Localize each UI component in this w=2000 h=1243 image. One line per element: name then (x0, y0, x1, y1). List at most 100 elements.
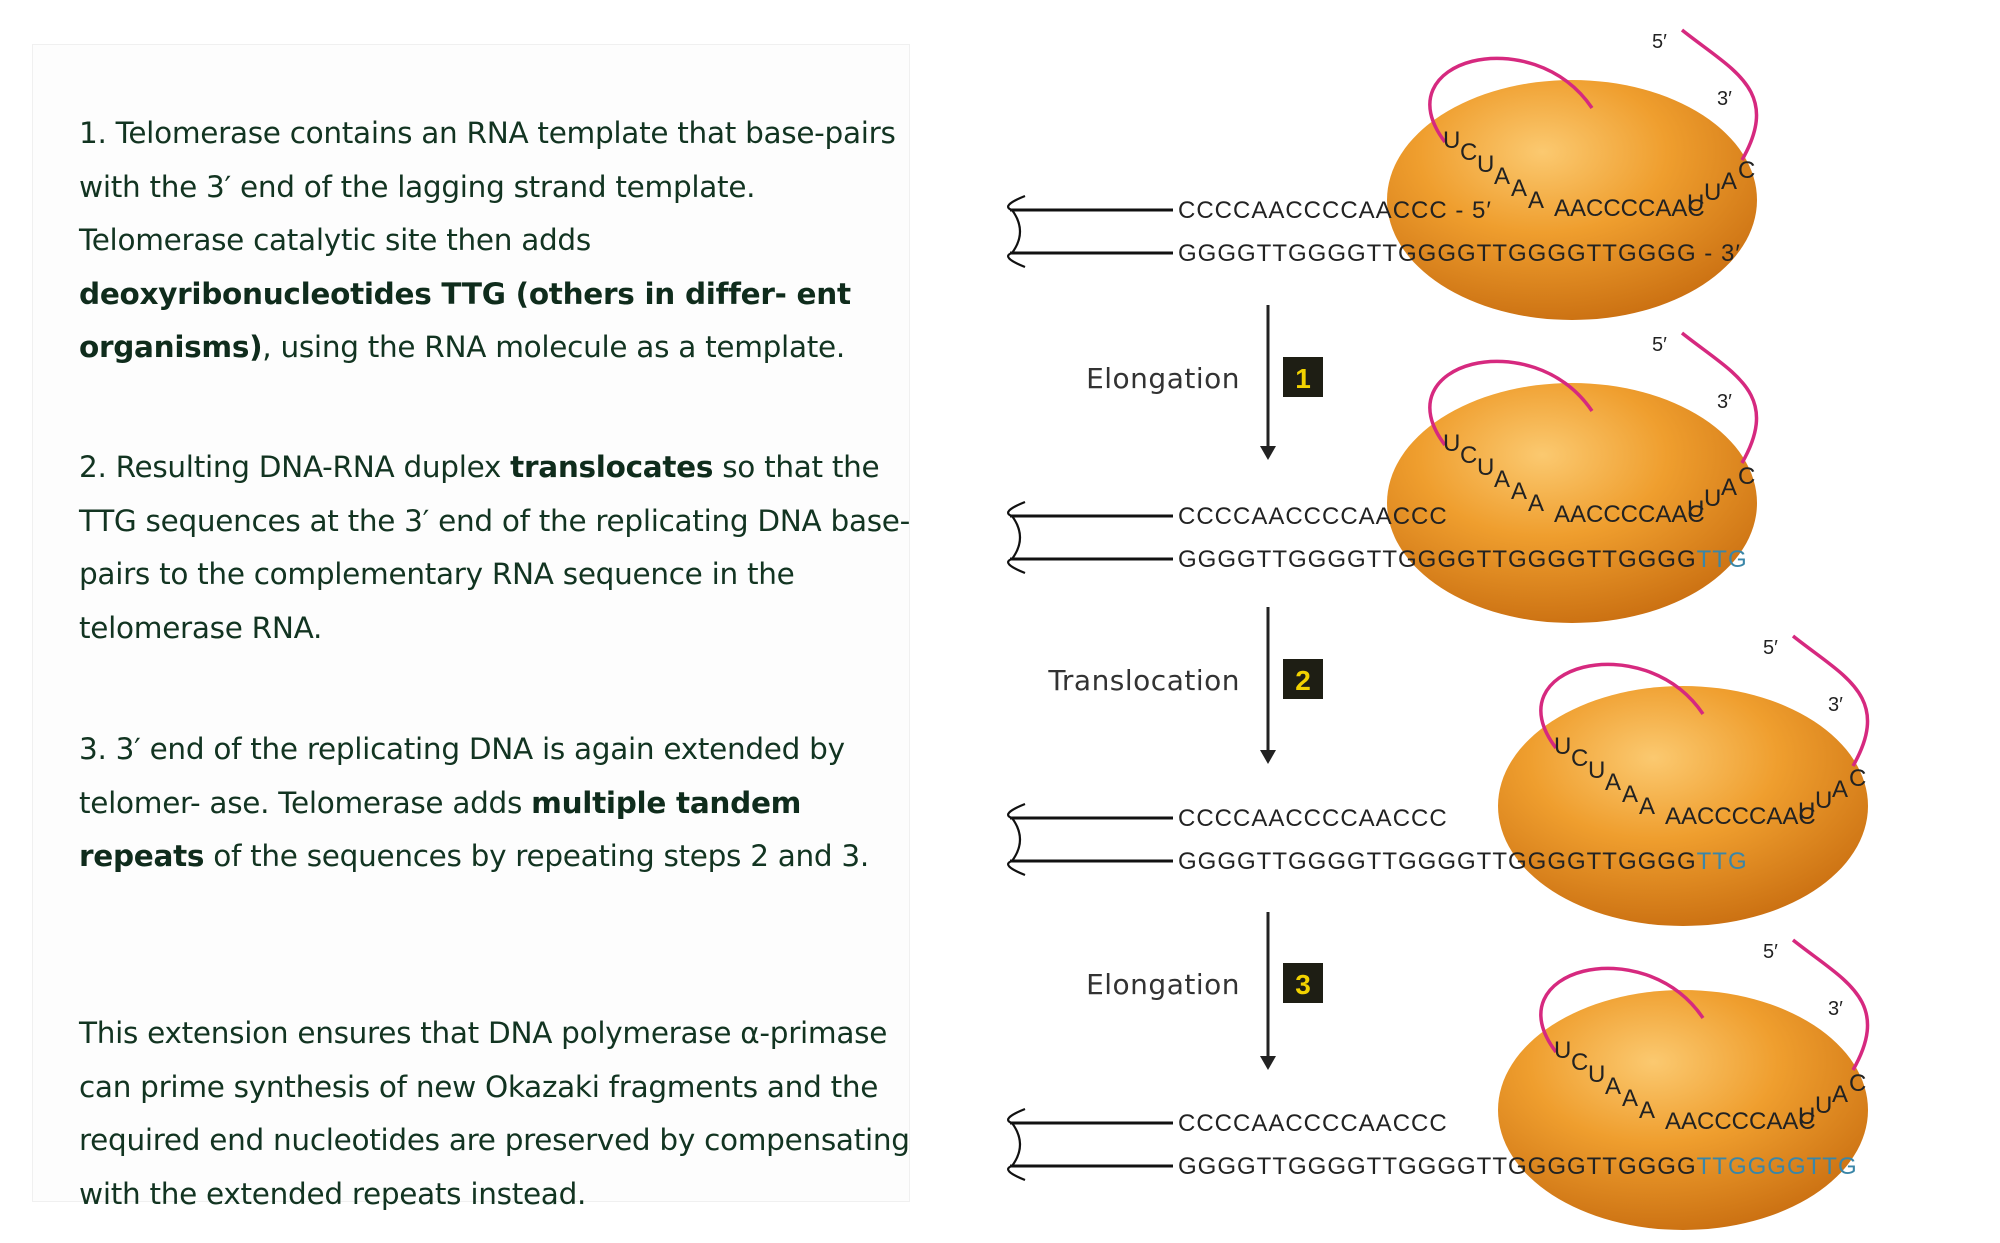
added-bases: TTG (1697, 848, 1748, 875)
dna-bottom-seq: GGGGTTGGGGTTGGGGTTGGGGTTGGGGTTGGGGTTG (1178, 1153, 1858, 1180)
rna-3prime-loop (1539, 662, 1705, 750)
arrow-head-icon (1260, 446, 1276, 460)
rna-5prime-label: 5′ (1652, 31, 1667, 53)
rna-base: C (1571, 745, 1588, 772)
rna-template-seq: AACCCCAAC (1665, 1108, 1816, 1135)
rna-base: U (1588, 757, 1605, 784)
rna-base: C (1738, 157, 1755, 184)
rna-5prime-label: 5′ (1763, 637, 1778, 659)
rna-base: U (1704, 485, 1721, 512)
dna-top-seq: CCCCAACCCCAACCC (1178, 503, 1448, 530)
rna-5prime-loop (1680, 331, 1759, 464)
rna-base: U (1554, 1037, 1571, 1064)
rna-base: U (1704, 179, 1721, 206)
rna-3prime-label: 3′ (1717, 88, 1732, 110)
step-number: 2 (1295, 665, 1311, 696)
rna-3prime-loop (1539, 966, 1705, 1054)
step-label: Elongation (1086, 968, 1240, 1001)
rna-base: U (1798, 1103, 1815, 1130)
rna-3prime-label: 3′ (1828, 694, 1843, 716)
rna-template-seq: AACCCCAAC (1665, 803, 1816, 830)
rna-base: A (1494, 466, 1510, 493)
rna-base: C (1460, 139, 1477, 166)
rna-base: A (1721, 474, 1737, 501)
dna-bottom-seq: GGGGTTGGGGTTGGGGTTGGGGTTGGGGTTG (1178, 848, 1748, 875)
rna-base: U (1477, 454, 1494, 481)
step-2: Translocation 2 (1047, 607, 1323, 764)
added-bases: TTGGGGTTG (1697, 1153, 1858, 1180)
arrow-head-icon (1260, 1056, 1276, 1070)
rna-3prime-loop (1428, 56, 1594, 144)
summary-text: This extension ensures that DNA polymera… (79, 1016, 910, 1211)
rna-base: C (1738, 463, 1755, 490)
step-3: Elongation 3 (1086, 912, 1323, 1070)
rna-base: A (1832, 1081, 1848, 1108)
rna-base: U (1554, 733, 1571, 760)
rna-5prime-loop (1791, 938, 1870, 1071)
step-number-box (1283, 357, 1323, 397)
rna-template-seq: AACCCCAAC (1554, 195, 1705, 222)
step-1: Elongation 1 (1086, 305, 1323, 460)
dna-break-symbol (1007, 802, 1026, 877)
dna-bottom-seq: GGGGTTGGGGTTGGGGTTGGGGTTGGGGTTG (1178, 546, 1748, 573)
arrow-head-icon (1260, 750, 1276, 764)
dna-top-seq: CCCCAACCCCAACCC (1178, 805, 1448, 832)
dna-bottom-seq: GGGGTTGGGGTTGGGGTTGGGGTTGGGG - 3′ (1178, 240, 1741, 267)
rna-base: U (1687, 496, 1704, 523)
rna-base: U (1477, 151, 1494, 178)
step-label: Translocation (1047, 664, 1240, 697)
step-number-box (1283, 659, 1323, 699)
rna-3prime-label: 3′ (1828, 998, 1843, 1020)
rna-3prime-loop (1428, 359, 1594, 447)
rna-base: A (1605, 769, 1621, 796)
rna-base: U (1798, 798, 1815, 825)
rna-3prime-label: 3′ (1717, 391, 1732, 413)
step-3-text: 3. 3′ end of the replicating DNA is agai… (79, 732, 869, 873)
step-label: Elongation (1086, 362, 1240, 395)
rna-base: U (1443, 127, 1460, 154)
rna-base: U (1815, 787, 1832, 814)
dna-break-symbol (1007, 194, 1026, 269)
rna-base: A (1721, 168, 1737, 195)
step-number-box (1283, 963, 1323, 1003)
rna-template-seq: AACCCCAAC (1554, 501, 1705, 528)
rna-base: A (1622, 1085, 1638, 1112)
dna-top-seq: CCCCAACCCCAACCC (1178, 1110, 1448, 1137)
step-number: 1 (1295, 363, 1311, 394)
rna-5prime-label: 5′ (1652, 334, 1667, 356)
rna-base: U (1588, 1061, 1605, 1088)
rna-5prime-label: 5′ (1763, 941, 1778, 963)
dna-top-seq: CCCCAACCCCAACCC - 5′ (1178, 197, 1492, 224)
step-2-text: 2. Resulting DNA-RNA duplex translocates… (79, 450, 910, 645)
rna-base: C (1571, 1049, 1588, 1076)
telomerase-enzyme (1498, 686, 1868, 926)
rna-base: A (1511, 175, 1527, 202)
rna-base: A (1528, 490, 1544, 517)
rna-base: A (1511, 478, 1527, 505)
rna-base: A (1605, 1073, 1621, 1100)
rna-5prime-loop (1680, 28, 1759, 161)
rna-base: U (1815, 1092, 1832, 1119)
added-bases: TTG (1697, 546, 1748, 573)
rna-5prime-loop (1791, 634, 1870, 767)
rna-base: A (1494, 163, 1510, 190)
rna-base: U (1443, 430, 1460, 457)
rna-base: A (1832, 776, 1848, 803)
telomerase-enzyme (1387, 80, 1757, 320)
rna-base: C (1849, 765, 1866, 792)
telomerase-enzyme (1498, 990, 1868, 1230)
rna-base: A (1639, 793, 1655, 820)
rna-base: C (1849, 1070, 1866, 1097)
step-number: 3 (1295, 969, 1311, 1000)
rna-base: C (1460, 442, 1477, 469)
explanation-panel: 1. Telomerase contains an RNA template t… (32, 44, 910, 1211)
telomerase-enzyme (1387, 383, 1757, 623)
rna-base: A (1639, 1097, 1655, 1124)
step-1-text: 1. Telomerase contains an RNA template t… (79, 116, 896, 364)
rna-base: A (1622, 781, 1638, 808)
